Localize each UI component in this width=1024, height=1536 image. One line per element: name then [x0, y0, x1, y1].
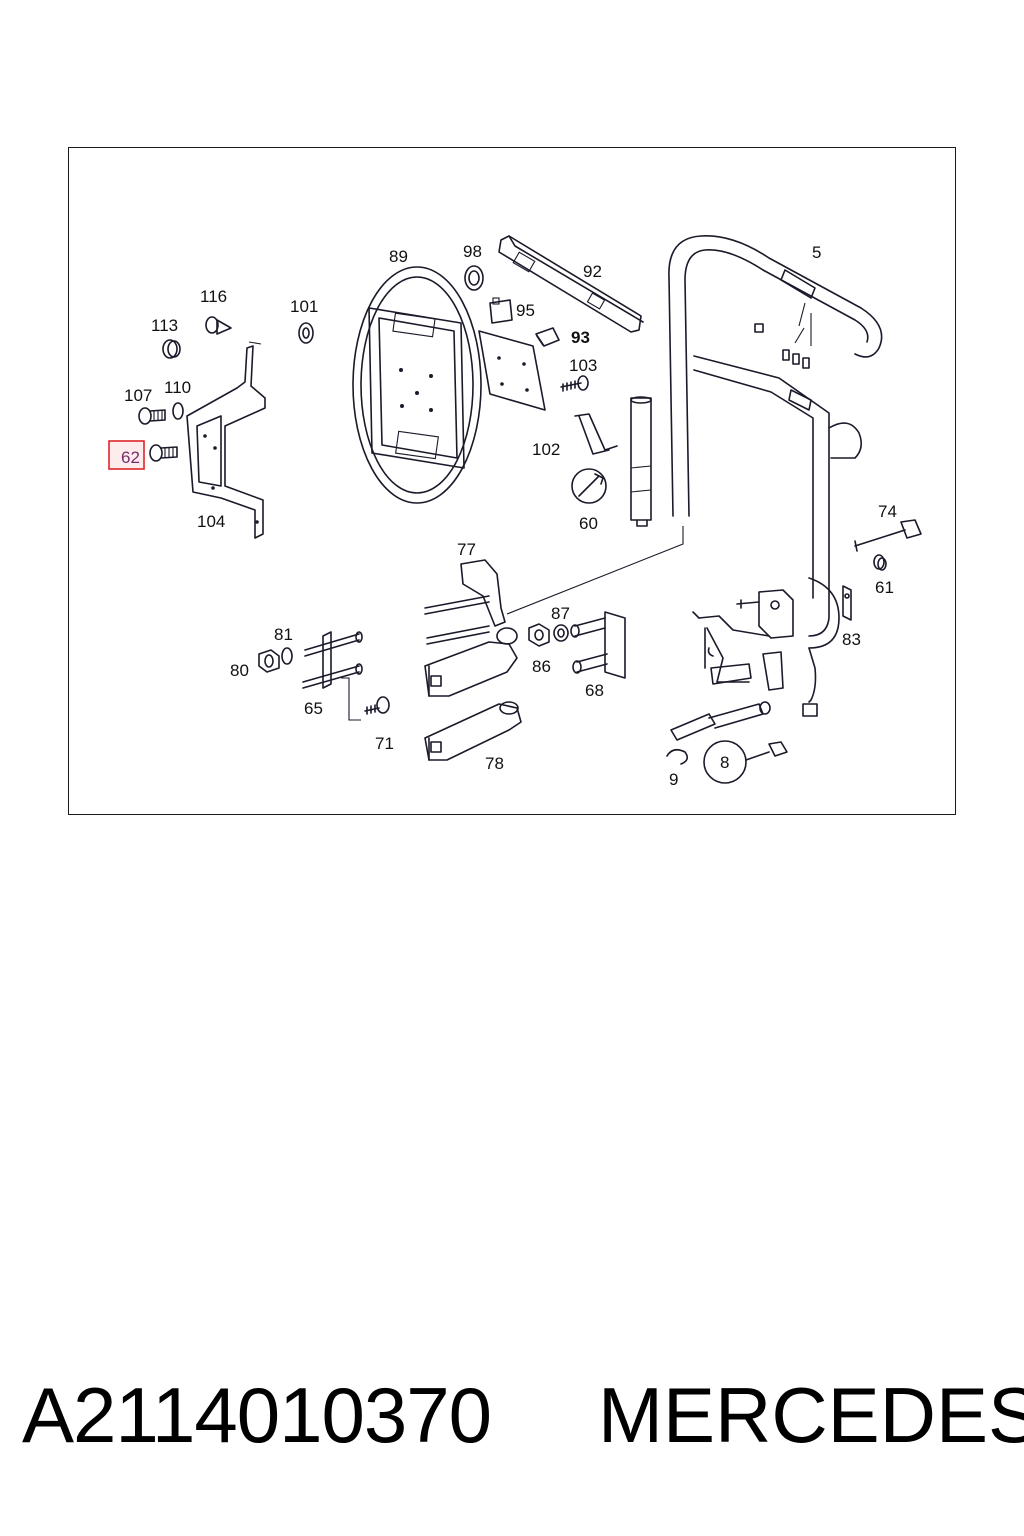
bolt-part-62[interactable]: [149, 444, 178, 462]
plate-part-65[interactable]: [302, 631, 363, 721]
callout-74[interactable]: 74: [878, 502, 897, 521]
bushing-part-113[interactable]: [162, 339, 181, 359]
callout-102[interactable]: 102: [532, 440, 560, 459]
callout-68[interactable]: 68: [585, 681, 604, 700]
carrier-frame-part-5[interactable]: [668, 235, 883, 649]
footer-caption: A2114010370 MERCEDES: [0, 1370, 1024, 1470]
callout-60[interactable]: 60: [579, 514, 598, 533]
callout-5[interactable]: 5: [812, 243, 821, 262]
callout-113[interactable]: 113: [151, 316, 178, 335]
washer-part-110[interactable]: [172, 402, 184, 420]
callout-104[interactable]: 104: [197, 512, 225, 531]
plate-part-68[interactable]: [570, 611, 626, 679]
callout-101[interactable]: 101: [290, 297, 318, 316]
callout-98[interactable]: 98: [463, 242, 482, 261]
callout-110[interactable]: 110: [164, 378, 191, 397]
bracket-part-104[interactable]: [186, 341, 266, 539]
part-number: A2114010370: [22, 1371, 492, 1459]
leader-line: [506, 526, 684, 615]
callout-81[interactable]: 81: [274, 625, 293, 644]
callout-86[interactable]: 86: [532, 657, 551, 676]
clip-part-95[interactable]: [489, 297, 513, 324]
callout-83[interactable]: 83: [842, 630, 861, 649]
nut-part-61[interactable]: [873, 554, 887, 571]
callout-87[interactable]: 87: [551, 604, 570, 623]
parts-diagram-frame: 89 98 92 5 116 101 95 113 93 103 107 110…: [68, 147, 956, 815]
plug-part-93[interactable]: [535, 327, 560, 347]
nut-part-86[interactable]: [528, 623, 550, 647]
washer-part-87[interactable]: [553, 624, 569, 642]
callout-62[interactable]: 62: [121, 448, 140, 467]
callout-8[interactable]: 8: [720, 753, 729, 772]
gas-spring-part-8[interactable]: [670, 701, 788, 784]
bolt-part-74[interactable]: [854, 519, 922, 552]
hinge-bracket-part-77[interactable]: [424, 559, 518, 645]
callout-78[interactable]: 78: [485, 754, 504, 773]
callout-116[interactable]: 116: [200, 287, 227, 306]
clip-part-98[interactable]: [464, 265, 484, 291]
nut-part-101[interactable]: [298, 322, 314, 344]
callout-95[interactable]: 95: [516, 301, 535, 320]
mounting-plate-part-102[interactable]: [478, 330, 546, 411]
callout-89[interactable]: 89: [389, 247, 408, 266]
callout-65[interactable]: 65: [304, 699, 323, 718]
screw-part-116[interactable]: [205, 316, 232, 335]
callout-71[interactable]: 71: [375, 734, 394, 753]
plate-part-83[interactable]: [842, 585, 852, 621]
bolt-part-71[interactable]: [364, 696, 390, 715]
callout-80[interactable]: 80: [230, 661, 249, 680]
callout-labels: 89 98 92 5 116 101 95 113 93 103 107 110…: [121, 242, 897, 789]
highlight-box: [108, 440, 145, 470]
callout-77[interactable]: 77: [457, 540, 476, 559]
lock-assembly[interactable]: [692, 589, 818, 717]
tool-part-60[interactable]: [571, 396, 652, 527]
callout-93[interactable]: 93: [571, 328, 590, 347]
exploded-parts-diagram: 89 98 92 5 116 101 95 113 93 103 107 110…: [108, 235, 922, 789]
top-rail-part-92[interactable]: [498, 235, 644, 333]
screw-part-103[interactable]: [560, 375, 589, 392]
callout-9[interactable]: 9: [669, 770, 678, 789]
callout-61[interactable]: 61: [875, 578, 894, 597]
spare-wheel-part-89[interactable]: [352, 266, 482, 504]
bolt-part-107[interactable]: [138, 407, 166, 425]
callout-92[interactable]: 92: [583, 262, 602, 281]
clip-part-9[interactable]: [666, 748, 689, 765]
arm-part-78[interactable]: [424, 641, 522, 761]
callout-103[interactable]: 103: [569, 356, 597, 375]
brand-name: MERCEDES: [598, 1371, 1024, 1459]
callout-107[interactable]: 107: [124, 386, 152, 405]
nut-part-80[interactable]: [258, 647, 293, 673]
